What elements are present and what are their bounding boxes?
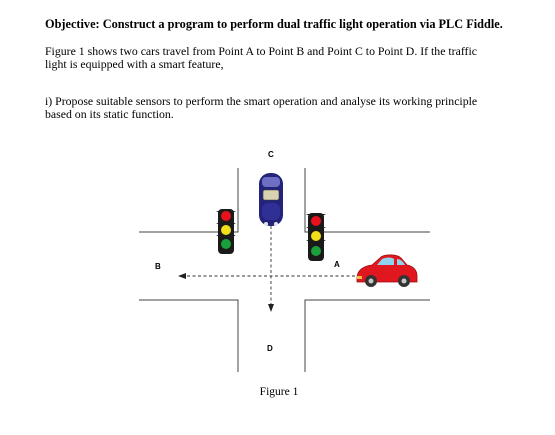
green-light-icon: [311, 246, 321, 256]
red-car-icon: [356, 254, 418, 287]
red-light-icon: [311, 216, 321, 226]
road-edge-top-left: [139, 168, 239, 233]
paragraph-line: light is equipped with a smart feature,: [45, 57, 224, 71]
point-label-c: C: [268, 150, 274, 159]
figure-caption: Figure 1: [259, 386, 299, 398]
objective-heading: Objective: Construct a program to perfor…: [45, 17, 503, 31]
paragraph-line: based on its static function.: [45, 107, 174, 121]
green-light-icon: [221, 239, 231, 249]
point-label-b: B: [155, 262, 161, 271]
point-label-a: A: [334, 260, 340, 269]
point-label-d: D: [267, 344, 273, 353]
paragraph-line: Figure 1 shows two cars travel from Poin…: [45, 44, 477, 58]
road-edges: [139, 168, 430, 372]
arrow-head-d: [268, 304, 274, 312]
road-edge-bottom-left: [139, 299, 239, 372]
yellow-light-icon: [311, 231, 321, 241]
road-edge-top-right: [304, 168, 430, 233]
paragraph-line: i) Propose suitable sensors to perform t…: [45, 94, 478, 108]
road-edge-bottom-right: [304, 299, 430, 372]
yellow-light-icon: [221, 225, 231, 235]
paragraph-figure-description: Figure 1 shows two cars travel from Poin…: [45, 45, 530, 71]
traffic-light-right: [306, 213, 326, 261]
paragraph-question: i) Propose suitable sensors to perform t…: [45, 95, 530, 121]
travel-paths: [178, 226, 355, 312]
arrow-head-b: [178, 273, 186, 279]
traffic-light-left: [216, 209, 236, 254]
red-light-icon: [221, 211, 231, 221]
blue-car-icon: [259, 173, 283, 226]
